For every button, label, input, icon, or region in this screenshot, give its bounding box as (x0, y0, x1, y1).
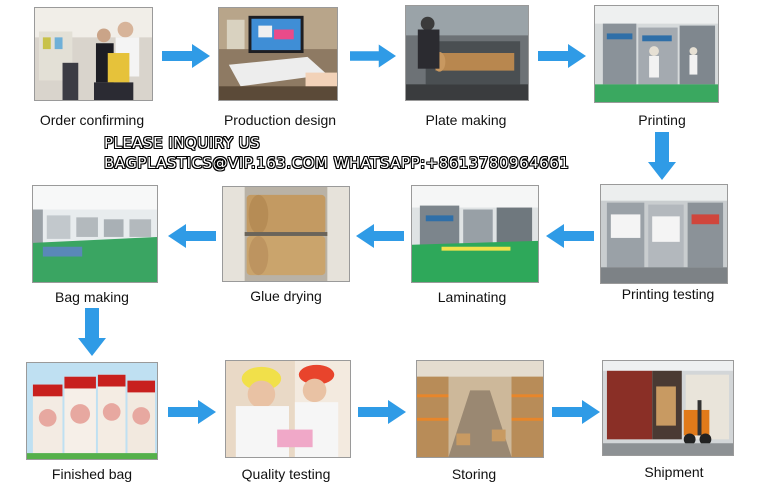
arrow-left-icon (168, 224, 216, 248)
order-confirming-photo (34, 7, 153, 101)
step-label-bag-making: Bag making (55, 289, 129, 305)
arrow-right-icon (538, 44, 586, 68)
printing-testing-photo (600, 184, 728, 284)
arrow-down-icon (648, 132, 676, 180)
arrow-right-icon (358, 400, 406, 424)
arrow-down-icon (78, 308, 106, 356)
laminating-photo (411, 185, 539, 283)
plate-making-photo (405, 5, 529, 101)
step-label-quality-testing: Quality testing (241, 466, 331, 482)
printing-photo (594, 5, 719, 103)
finished-bag-photo (26, 362, 158, 460)
step-label-glue-drying: Glue drying (250, 288, 322, 304)
arrow-left-icon (356, 224, 404, 248)
step-label-plate-making: Plate making (425, 112, 507, 128)
step-label-finished-bag: Finished bag (51, 466, 133, 482)
storing-photo (416, 360, 544, 458)
step-label-storing: Storing (451, 466, 497, 482)
contact-info: BAGPLASTICS@VIP.163.COM WHATSAPP:+861378… (104, 154, 570, 172)
inquiry-heading: PLEASE INQUIRY US (104, 134, 261, 152)
arrow-left-icon (546, 224, 594, 248)
step-label-laminating: Laminating (437, 289, 507, 305)
arrow-right-icon (350, 44, 396, 68)
step-label-production-design: Production design (223, 112, 337, 128)
step-label-printing-testing: Printing testing (621, 286, 715, 302)
step-label-printing: Printing (638, 112, 686, 128)
arrow-right-icon (168, 400, 216, 424)
glue-drying-photo (222, 186, 350, 282)
quality-testing-photo (225, 360, 351, 458)
bag-making-photo (32, 185, 158, 283)
arrow-right-icon (162, 44, 210, 68)
step-label-order-confirming: Order confirming (39, 112, 145, 128)
production-design-photo (218, 7, 338, 101)
step-label-shipment: Shipment (644, 464, 704, 480)
arrow-right-icon (552, 400, 600, 424)
shipment-photo (602, 360, 734, 456)
